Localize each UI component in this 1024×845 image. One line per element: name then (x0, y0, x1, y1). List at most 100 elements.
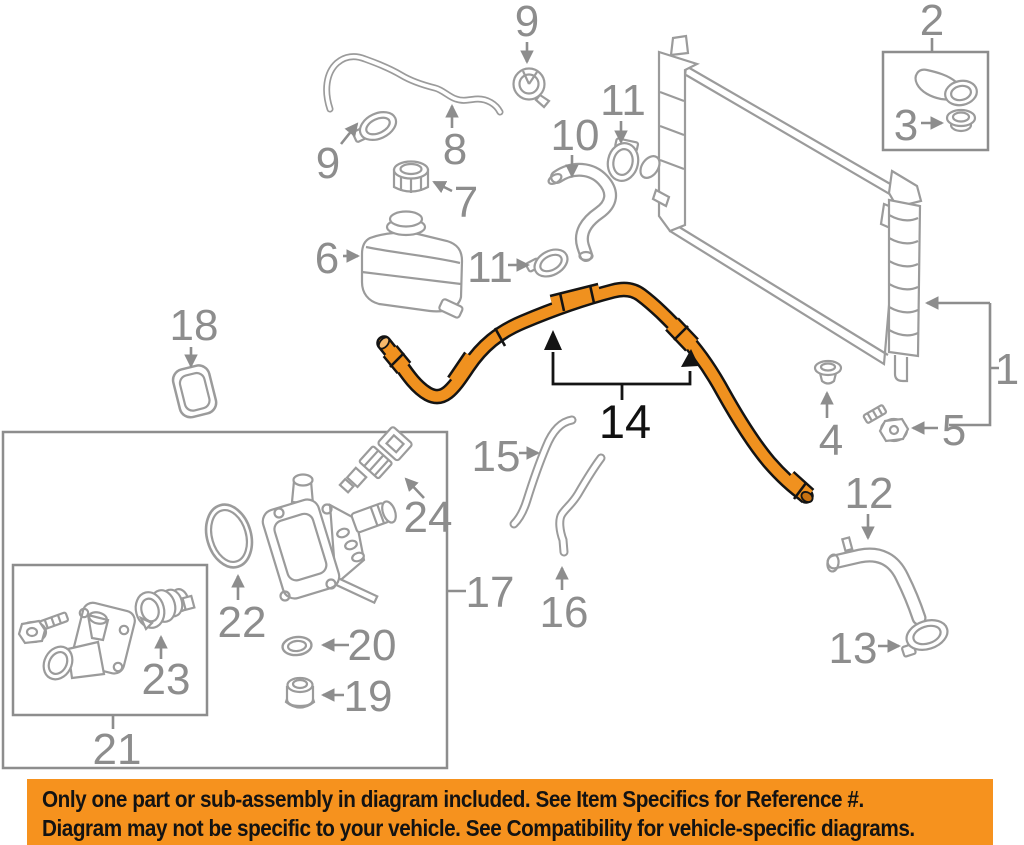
arrow-24 (404, 477, 425, 499)
hose-outline (555, 453, 606, 557)
outlet-pipe-ribs (369, 504, 386, 527)
callout-12-label: 12 (845, 469, 894, 518)
kit-bolt (17, 611, 70, 645)
heater-hose-16 (555, 453, 606, 557)
hose-open-end-left (377, 336, 391, 350)
kit-box-21 (11, 563, 209, 717)
cap-ring-inner (950, 84, 972, 102)
clamp-9-top (512, 67, 551, 109)
callout-8-label: 8 (443, 125, 467, 174)
thermostat-ring-inner (140, 597, 160, 623)
hose-open-end-right (800, 491, 814, 503)
disclaimer-line-1: Only one part or sub-assembly in diagram… (42, 786, 864, 812)
callout-labels: 1 2 3 4 5 6 7 8 9 9 10 11 11 12 13 14 15… (93, 0, 1020, 774)
radiator-core-bottom-inner-line (670, 221, 889, 356)
callout-11-left-label: 11 (467, 243, 513, 292)
gasket-inner (178, 371, 211, 412)
flange-hole (321, 503, 333, 515)
radiator-right-tank-ribs (888, 214, 919, 337)
sensor-connector-slot (384, 433, 406, 454)
upper-s-hose (547, 162, 617, 262)
callout-3-label: 3 (894, 101, 918, 150)
flange-hole (118, 624, 130, 636)
o-ring-22 (204, 503, 254, 569)
radiator-core-top-inner-line (685, 74, 894, 197)
callout-1-label: 1 (995, 345, 1019, 394)
radiator (639, 34, 923, 383)
clamp-inner (365, 116, 391, 136)
highlighted-hose-14 (376, 281, 815, 504)
flange-hole (112, 661, 124, 673)
clamp-ear (534, 93, 551, 109)
clamp-inner (912, 624, 942, 646)
clamp-9-left (351, 111, 398, 143)
flange-hole (78, 607, 90, 619)
callout-7-label: 7 (454, 178, 478, 227)
gasket-18 (171, 364, 218, 419)
reservoir-seams (361, 245, 462, 286)
bolt-center (25, 626, 39, 638)
disclaimer-banner: Only one part or sub-assembly in diagram… (27, 779, 993, 845)
o-ring-20 (281, 635, 313, 657)
radiator-hook-tab (651, 188, 671, 208)
lower-hose-12 (826, 536, 927, 626)
callout-20-label: 20 (348, 621, 397, 670)
drain-plug-19 (284, 676, 316, 709)
bracket-14-arrowhead-left (544, 330, 562, 350)
callout-9-top-label: 9 (515, 0, 539, 46)
housing-boss-top (88, 611, 108, 625)
bracket-14 (551, 352, 692, 400)
kit-thermostat-housing (42, 601, 136, 681)
clamp-inner (612, 148, 634, 176)
hose-fill (378, 284, 812, 502)
radiator-right-tank-body (887, 198, 922, 358)
bolt-threads (43, 614, 62, 629)
drain-grommet (813, 359, 843, 385)
hose-nipple (840, 536, 854, 553)
clamp-outer (533, 248, 569, 278)
callout-9-left-label: 9 (316, 139, 340, 188)
bolt-hex-head (17, 619, 47, 645)
radiator-left-tank (657, 50, 700, 233)
callout-2-label: 2 (920, 0, 944, 45)
clamp-11-left (525, 248, 569, 278)
callout-10-label: 10 (551, 111, 600, 160)
callout-6-label: 6 (315, 234, 339, 283)
callout-5-label: 5 (942, 406, 966, 455)
oring-outer (204, 503, 254, 569)
hose-clamp-bands (389, 284, 808, 500)
arrow-9-left (339, 122, 359, 145)
overflow-pipe (323, 53, 504, 116)
thermostat-pin (138, 615, 154, 631)
plug-top-inner (291, 678, 309, 690)
cap-seal-inner (951, 111, 971, 123)
thermostat-tab (181, 594, 196, 612)
hose-end-bottom (578, 250, 594, 262)
hose-fill (557, 455, 604, 555)
sensor-tip (338, 477, 355, 494)
callout-23-label: 23 (142, 655, 191, 704)
pipe-fill (324, 54, 502, 114)
heater-hose-15 (509, 415, 577, 529)
flange-hole (273, 507, 285, 519)
clamp-inner (539, 253, 563, 273)
bolt-hex-head (878, 417, 910, 443)
hose-end-top (547, 172, 563, 186)
radiator-left-tank-ribs (659, 90, 685, 171)
clamp-inner (518, 73, 540, 95)
radiator-inlet-port (639, 155, 661, 179)
housing-pad (344, 539, 358, 551)
oring-inner (210, 508, 248, 564)
callout-11-top-label: 11 (600, 76, 646, 125)
radiator-top-tab (669, 34, 690, 57)
cap-knurl-lines (399, 176, 423, 193)
callout-19-label: 19 (344, 672, 393, 721)
callout-16-label: 16 (540, 588, 589, 637)
flange-hole (279, 590, 291, 602)
reservoir-neck (388, 210, 424, 228)
drain-bolt (862, 404, 910, 443)
callout-18-label: 18 (170, 301, 219, 350)
callout-arrows (111, 38, 999, 729)
callout-22-label: 22 (218, 598, 267, 647)
clamp-11-top (606, 137, 640, 182)
